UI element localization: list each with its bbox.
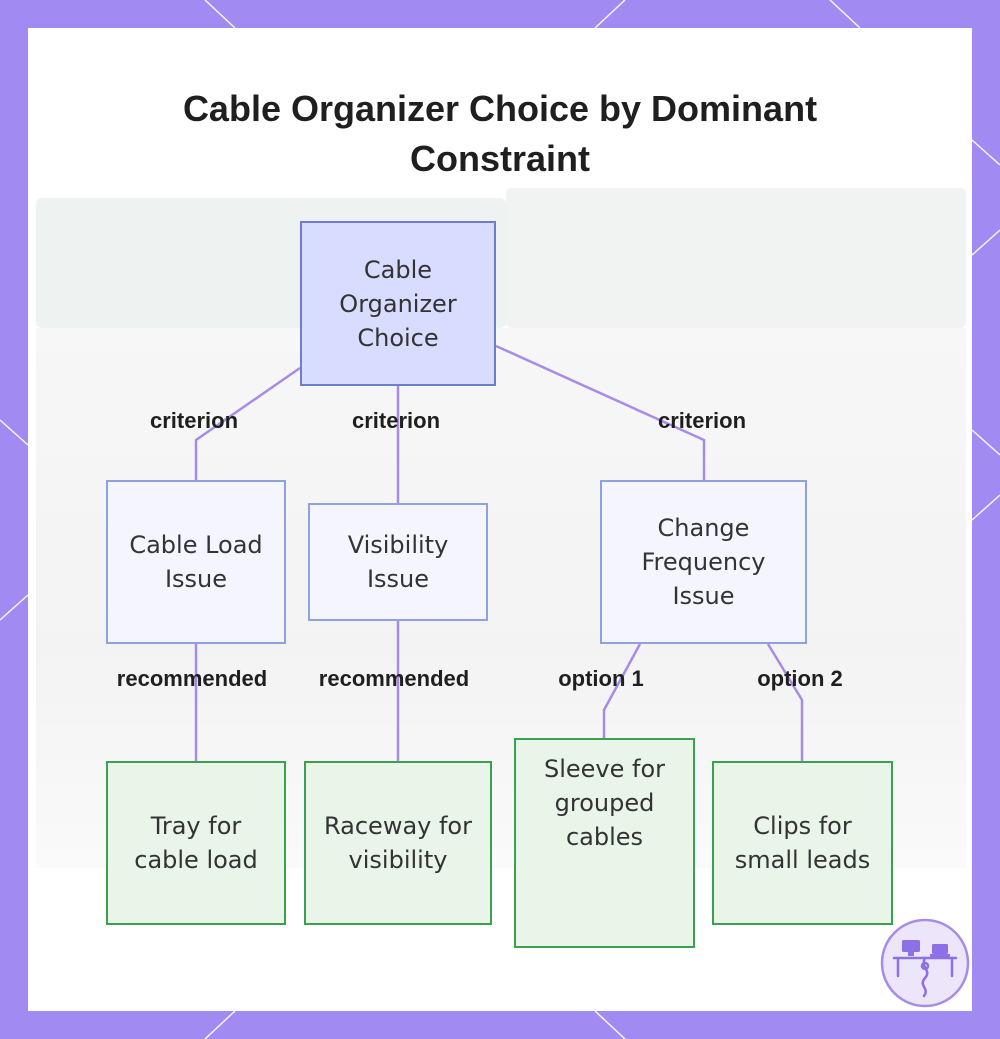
title-line-1: Cable Organizer Choice by Dominant xyxy=(182,88,818,129)
diagram-title: Cable Organizer Choice by Dominant Const… xyxy=(28,84,972,184)
edge-label-option-1: option 1 xyxy=(558,666,644,691)
desk-workspace-logo-icon xyxy=(880,918,970,1008)
background-panel-right xyxy=(506,188,966,328)
node-cable-load-issue: Cable Load Issue xyxy=(106,480,286,644)
node-visibility-issue: Visibility Issue xyxy=(308,503,488,621)
edge-label-criterion-load: criterion xyxy=(149,408,239,433)
edge-label-recommended-tray: recommended xyxy=(116,666,268,691)
title-line-2: Constraint xyxy=(410,138,590,179)
edge-label-recommended-raceway: recommended xyxy=(318,666,470,691)
node-cable-organizer-choice: Cable Organizer Choice xyxy=(300,221,496,386)
edge-label-criterion-visibility: criterion xyxy=(351,408,441,433)
node-change-frequency-issue: Change Frequency Issue xyxy=(600,480,807,644)
node-tray-for-cable-load: Tray for cable load xyxy=(106,761,286,925)
node-sleeve-for-grouped-cables: Sleeve for grouped cables xyxy=(514,738,695,948)
edge-label-option-2: option 2 xyxy=(757,666,843,691)
node-raceway-for-visibility: Raceway for visibility xyxy=(304,761,492,925)
edge-label-criterion-change: criterion xyxy=(657,408,747,433)
node-clips-for-small-leads: Clips for small leads xyxy=(712,761,893,925)
